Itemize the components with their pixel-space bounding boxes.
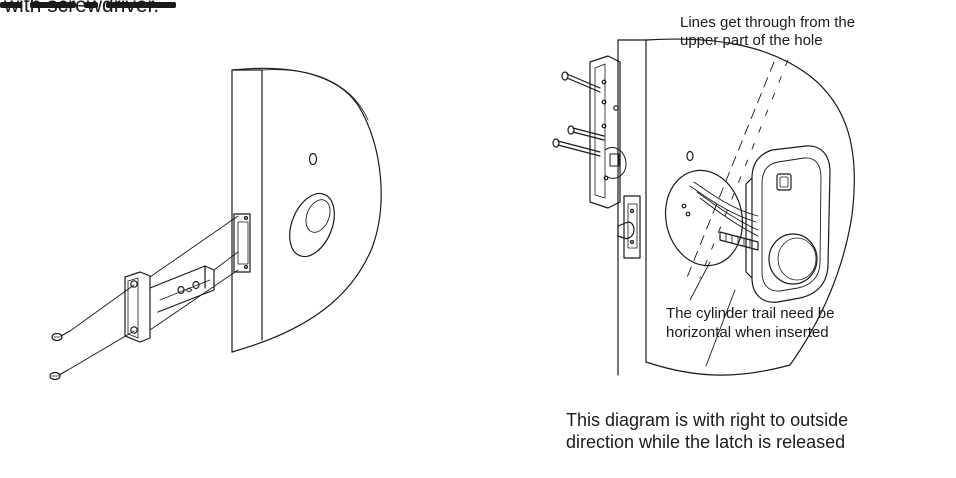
interior-plate bbox=[589, 55, 627, 209]
direction-note-line-1: This diagram is with right to outside bbox=[566, 410, 849, 430]
exterior-knob bbox=[768, 233, 818, 285]
door-small-hole-left bbox=[308, 152, 318, 166]
screw-lower-left bbox=[49, 369, 69, 381]
direction-note-line-2: direction while the latch is released bbox=[566, 432, 846, 452]
lines-through-hole-note: Lines get through from the upper part of… bbox=[680, 14, 855, 50]
cylinder-note-line-2: horizontal when inserted bbox=[666, 324, 829, 341]
door-bore-hole-left bbox=[289, 192, 335, 258]
cylinder-trail-note: The cylinder trail need be horizontal wh… bbox=[666, 304, 834, 342]
door-left bbox=[231, 67, 382, 353]
alignment-lines-left bbox=[67, 215, 239, 371]
door-edge-mortise-left bbox=[233, 213, 251, 273]
intro-instruction-text: with screwdriver. bbox=[4, 0, 159, 18]
cropped-text-fragment bbox=[0, 0, 190, 10]
direction-note: This diagram is with right to outside di… bbox=[566, 409, 848, 453]
latch-assembly bbox=[124, 265, 215, 343]
screw-upper-left bbox=[51, 330, 71, 342]
lines-note-line-2: upper part of the hole bbox=[680, 32, 823, 49]
latch-right bbox=[617, 195, 641, 259]
mounting-bolts bbox=[552, 71, 605, 157]
door-bore-hole-right bbox=[664, 150, 744, 267]
intro-line: with screwdriver. bbox=[4, 0, 160, 17]
cable-wires bbox=[689, 181, 759, 237]
exterior-lock-body bbox=[745, 145, 831, 303]
pointer-lines bbox=[689, 261, 736, 367]
fingerprint-sensor bbox=[776, 173, 792, 191]
door-right bbox=[617, 38, 855, 376]
cylinder-note-line-1: The cylinder trail need be bbox=[666, 305, 835, 322]
cylinder-trail bbox=[719, 231, 759, 251]
guide-dashed-line bbox=[685, 59, 789, 281]
lines-note-line-1: Lines get through from the bbox=[680, 14, 856, 31]
